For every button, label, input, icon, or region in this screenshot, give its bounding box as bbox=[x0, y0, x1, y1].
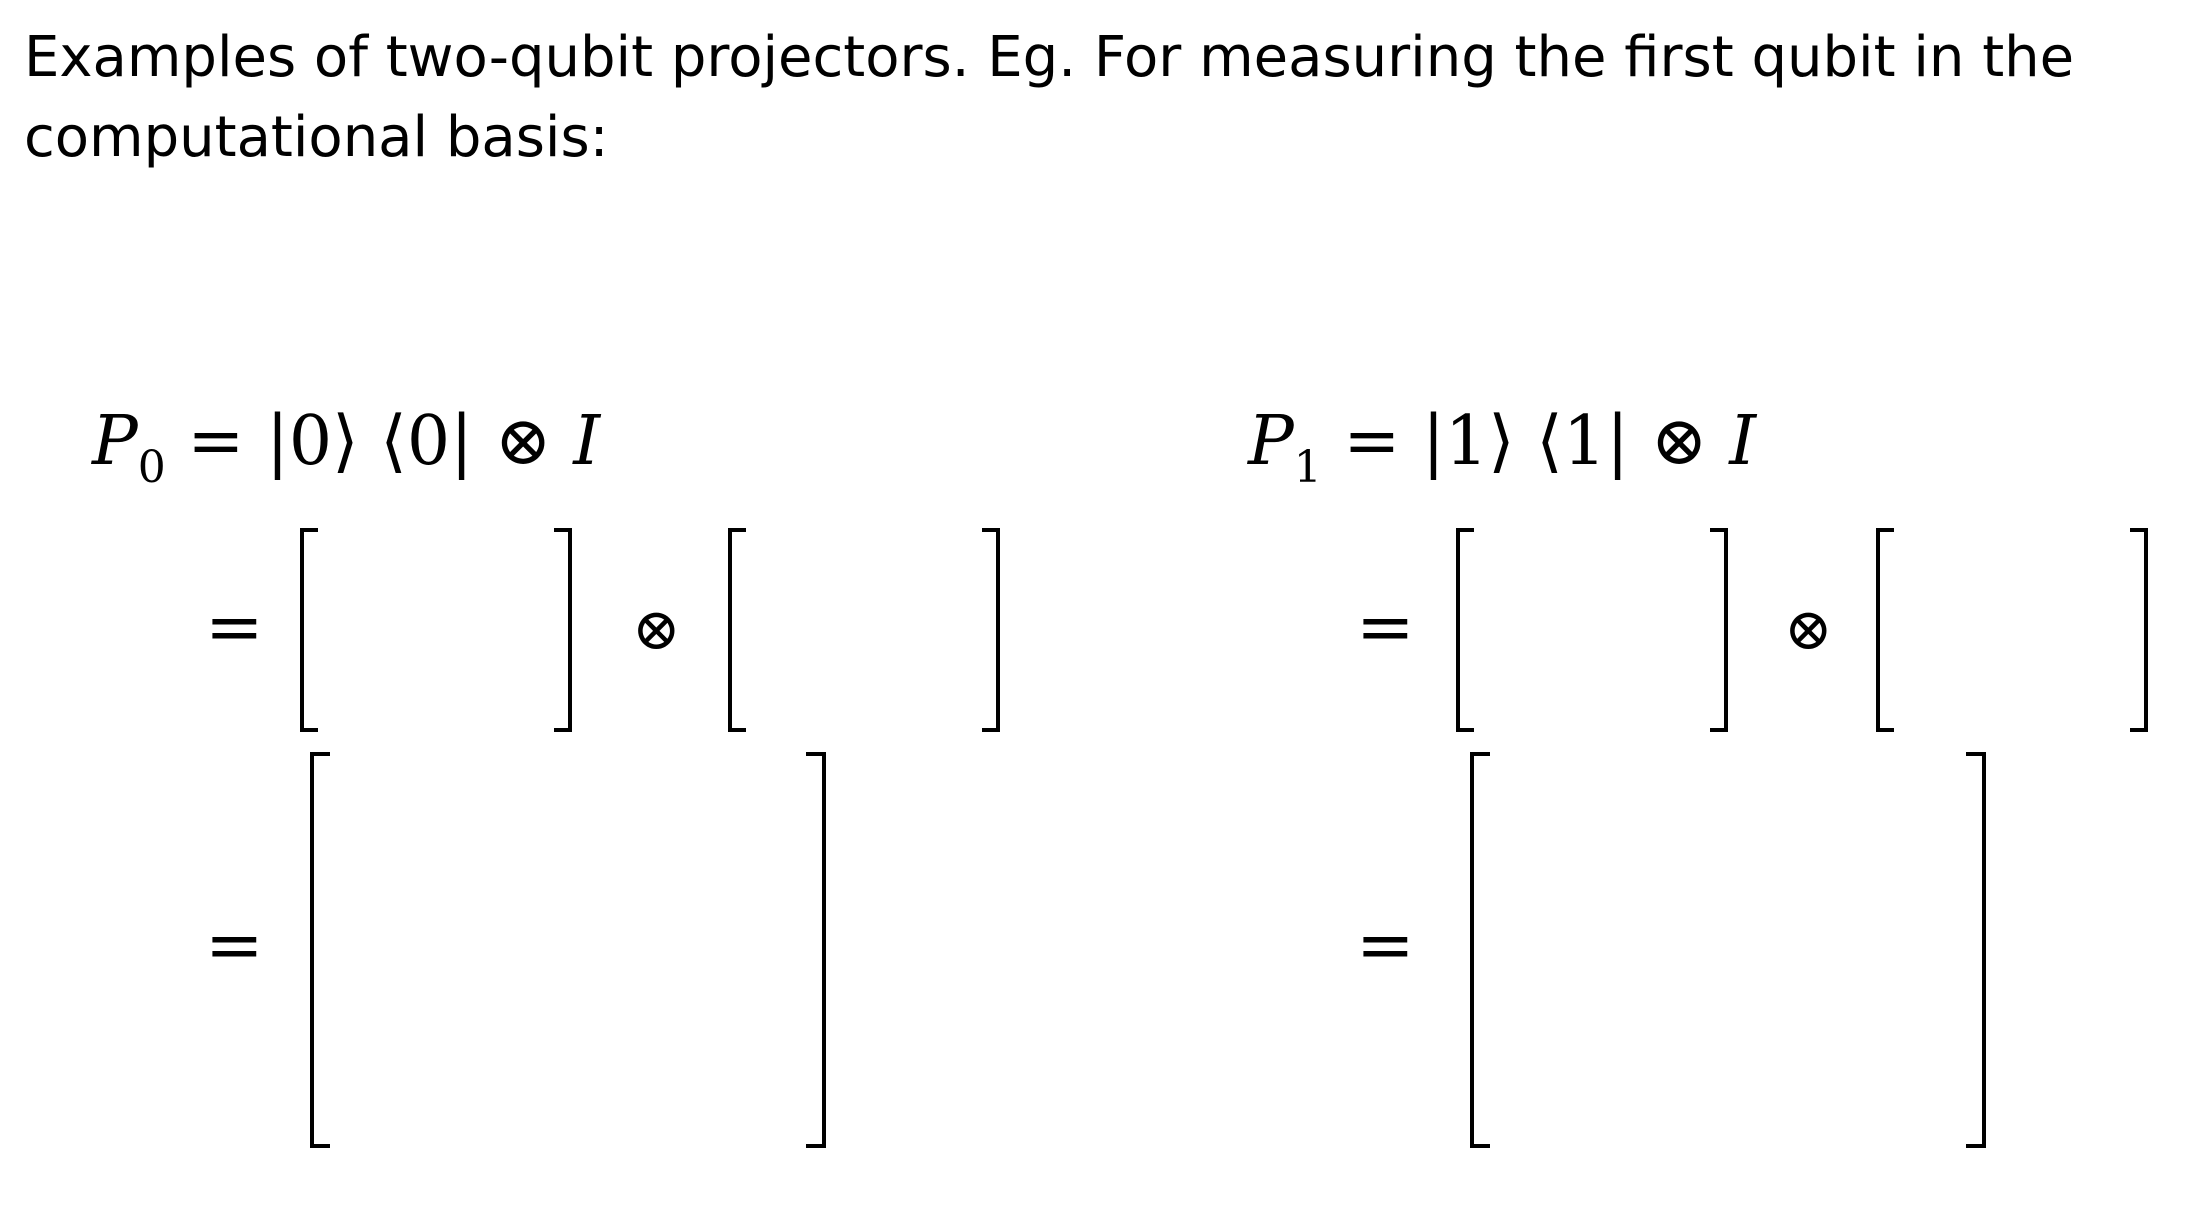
matrix-entry: 1 bbox=[1767, 958, 1809, 1036]
matrix-entry: 0 bbox=[367, 863, 409, 941]
matrix-entry: 0 bbox=[367, 1053, 409, 1131]
matrix-entry: 0 bbox=[2051, 548, 2093, 622]
matrix-entry: 0 bbox=[607, 768, 649, 846]
matrix-entry: 0 bbox=[1767, 863, 1809, 941]
matrix-entry: 0 bbox=[1767, 768, 1809, 846]
matrix-entry: 0 bbox=[487, 1053, 529, 1131]
matrix-entry: 0 bbox=[1647, 863, 1689, 941]
matrix-entry: 0 bbox=[475, 638, 517, 712]
matrix-entry: 0 bbox=[1647, 958, 1689, 1036]
matrix-entry: 0 bbox=[1887, 768, 1929, 846]
matrix-entry: 0 bbox=[1887, 958, 1929, 1036]
matrix-entry: 0 bbox=[727, 768, 769, 846]
matrix-entry: 0 bbox=[1767, 1053, 1809, 1131]
p1-identity: I bbox=[1729, 402, 1757, 481]
p0-equals-2: = bbox=[205, 904, 264, 986]
matrix-entry: 0 bbox=[487, 768, 529, 846]
matrix-entry: 0 bbox=[1527, 768, 1569, 846]
matrix-entry: 0 bbox=[727, 958, 769, 1036]
p1-definition: = |1⟩ ⟨1| ⊗ bbox=[1321, 402, 1730, 481]
p0-tensor-symbol: ⊗ bbox=[632, 595, 681, 663]
matrix-entry: 0 bbox=[783, 638, 825, 712]
p1-factor-a-matrix: 0 0 0 1 bbox=[1456, 528, 1728, 732]
matrix-entry: 0 bbox=[903, 548, 945, 622]
matrix-entry: 0 bbox=[1527, 958, 1569, 1036]
matrix-entry: 0 bbox=[1887, 863, 1929, 941]
matrix-entry: 1 bbox=[487, 863, 529, 941]
matrix-entry: 0 bbox=[607, 1053, 649, 1131]
matrix-entry: 0 bbox=[1647, 1053, 1689, 1131]
p0-equals-1: = bbox=[205, 586, 264, 668]
matrix-entry: 1 bbox=[1887, 1053, 1929, 1131]
matrix-entry: 0 bbox=[1527, 863, 1569, 941]
matrix-entry: 0 bbox=[367, 958, 409, 1036]
p0-factor-b-matrix: 1 0 0 1 bbox=[728, 528, 1000, 732]
p0-factor-a-matrix: 1 0 0 0 bbox=[300, 528, 572, 732]
p1-subscript: 1 bbox=[1293, 442, 1322, 493]
p1-equals-2: = bbox=[1356, 904, 1415, 986]
matrix-entry: 0 bbox=[1931, 638, 1973, 712]
p0-identity: I bbox=[573, 402, 601, 481]
matrix-entry: 1 bbox=[355, 548, 397, 622]
matrix-entry: 0 bbox=[355, 638, 397, 712]
matrix-entry: 1 bbox=[1631, 638, 1673, 712]
p1-header: P1 = |1⟩ ⟨1| ⊗ I bbox=[1248, 408, 1756, 490]
matrix-entry: 0 bbox=[1631, 548, 1673, 622]
p1-factor-b-matrix: 1 0 0 1 bbox=[1876, 528, 2148, 732]
matrix-entry: 0 bbox=[475, 548, 517, 622]
matrix-entry: 0 bbox=[1511, 638, 1553, 712]
p0-definition: = |0⟩ ⟨0| ⊗ bbox=[165, 402, 574, 481]
matrix-entry: 0 bbox=[1511, 548, 1553, 622]
matrix-entry: 1 bbox=[367, 768, 409, 846]
matrix-entry: 0 bbox=[727, 863, 769, 941]
p0-header: P0 = |0⟩ ⟨0| ⊗ I bbox=[92, 408, 600, 490]
matrix-entry: 0 bbox=[607, 958, 649, 1036]
p0-subscript: 0 bbox=[137, 442, 166, 493]
matrix-entry: 0 bbox=[487, 958, 529, 1036]
matrix-entry: 1 bbox=[903, 638, 945, 712]
matrix-entry: 1 bbox=[2051, 638, 2093, 712]
p1-equals-1: = bbox=[1356, 586, 1415, 668]
matrix-entry: 0 bbox=[1647, 768, 1689, 846]
matrix-entry: 0 bbox=[607, 863, 649, 941]
p1-tensor-symbol: ⊗ bbox=[1784, 595, 1833, 663]
matrix-entry: 0 bbox=[1527, 1053, 1569, 1131]
matrix-entry: 1 bbox=[1931, 548, 1973, 622]
p0-symbol: P bbox=[92, 402, 138, 481]
p1-symbol: P bbox=[1248, 402, 1294, 481]
matrix-entry: 1 bbox=[783, 548, 825, 622]
matrix-entry: 0 bbox=[727, 1053, 769, 1131]
intro-text: Examples of two-qubit projectors. Eg. Fo… bbox=[24, 25, 2075, 170]
